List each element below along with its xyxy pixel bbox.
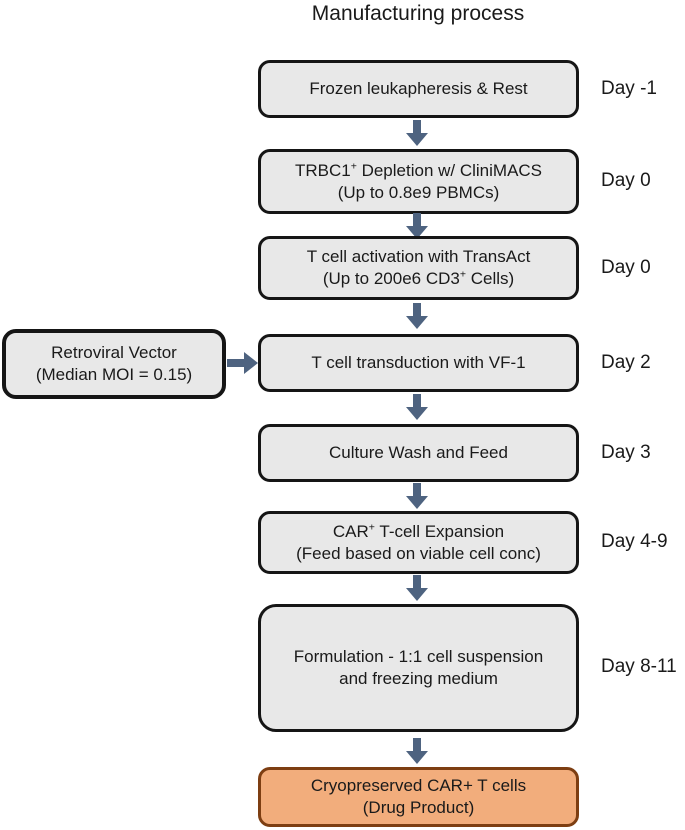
side-box-retroviral-vector: Retroviral Vector (Median MOI = 0.15): [2, 329, 226, 399]
arrow-right-icon: [227, 352, 258, 374]
arrow-down-icon: [406, 120, 428, 146]
step-box-culture-wash-feed: Culture Wash and Feed: [258, 424, 579, 482]
arrow-down-icon: [406, 575, 428, 601]
day-label-step1: Day -1: [601, 78, 657, 99]
step-box-trbc1-depletion: TRBC1+ Depletion w/ CliniMACS (Up to 0.8…: [258, 149, 579, 214]
arrow-down-icon: [406, 738, 428, 764]
step-box-tcell-transduction: T cell transduction with VF-1: [258, 334, 579, 392]
step-text: T cell transduction with VF-1: [311, 353, 526, 372]
step-text: Cryopreserved CAR+ T cells: [310, 776, 527, 795]
day-label-step6: Day 4-9: [601, 531, 668, 552]
step-subtext: (Up to 0.8e9 PBMCs): [337, 182, 500, 202]
day-label-step7: Day 8-11: [601, 656, 677, 677]
step-text: Frozen leukapheresis & Rest: [309, 79, 528, 98]
step-box-tcell-activation: T cell activation with TransAct (Up to 2…: [258, 236, 579, 300]
day-label-step3: Day 0: [601, 257, 651, 278]
step-subtext: (Feed based on viable cell conc): [296, 543, 541, 563]
arrow-down-icon: [406, 394, 428, 420]
step-text: Culture Wash and Feed: [329, 443, 508, 462]
step-text: CAR+ T-cell Expansion: [332, 520, 505, 541]
arrow-down-icon: [406, 303, 428, 329]
diagram-title: Manufacturing process: [311, 2, 525, 25]
step-subtext: (Up to 200e6 CD3+ Cells): [322, 268, 515, 288]
arrow-down-icon: [406, 483, 428, 509]
step-box-car-tcell-expansion: CAR+ T-cell Expansion (Feed based on via…: [258, 511, 579, 574]
step-text: T cell activation with TransAct: [306, 247, 531, 266]
day-label-step2: Day 0: [601, 170, 651, 191]
step-subtext: (Drug Product): [362, 798, 475, 817]
side-box-subtext: (Median MOI = 0.15): [35, 365, 193, 384]
step-text: Formulation - 1:1 cell suspension: [293, 647, 544, 666]
step-box-frozen-leukapheresis: Frozen leukapheresis & Rest: [258, 60, 579, 118]
step-box-cryopreserved-drug-product: Cryopreserved CAR+ T cells (Drug Product…: [258, 767, 579, 827]
day-label-step5: Day 3: [601, 442, 651, 463]
step-subtext: and freezing medium: [339, 669, 498, 688]
arrow-down-icon: [406, 213, 428, 239]
day-label-step4: Day 2: [601, 352, 651, 373]
step-box-formulation: Formulation - 1:1 cell suspension and fr…: [258, 604, 579, 732]
side-box-text: Retroviral Vector: [51, 343, 177, 362]
step-text: TRBC1+ Depletion w/ CliniMACS: [294, 159, 543, 180]
